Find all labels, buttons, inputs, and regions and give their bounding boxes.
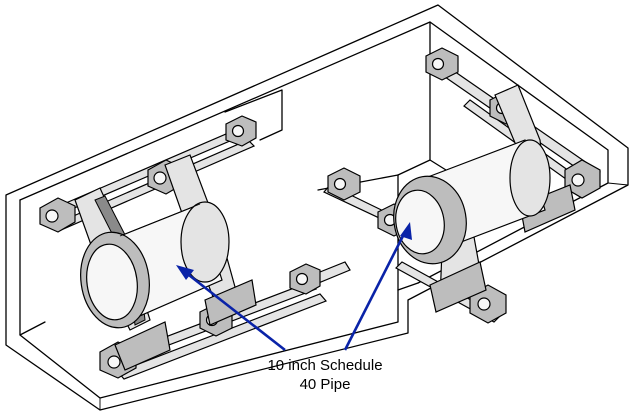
arrow-to-right-pipe [343, 231, 407, 351]
pillow-block-right-left [327, 167, 361, 201]
pillow-block-left-far [225, 115, 257, 147]
callout-arrows [176, 222, 412, 352]
pillow-block-left-upper [39, 197, 76, 233]
arrowhead-right-pipe [400, 222, 412, 240]
pillow-block-right-bottom [469, 284, 507, 324]
callout-line-1: 10 inch Schedule [267, 357, 383, 374]
pillow-block-right-corner [564, 159, 601, 199]
pillow-block-left-far-lower [289, 263, 321, 295]
left-pipe [80, 201, 230, 329]
callout-line-2: 40 Pipe [299, 376, 351, 393]
pipe-callout-label: 10 inch Schedule 40 Pipe [245, 356, 405, 394]
arrow-to-left-pipe [184, 270, 286, 352]
right-pipe [393, 139, 551, 265]
pillow-block-right-top [425, 47, 459, 81]
arrowhead-left-pipe [176, 265, 194, 280]
